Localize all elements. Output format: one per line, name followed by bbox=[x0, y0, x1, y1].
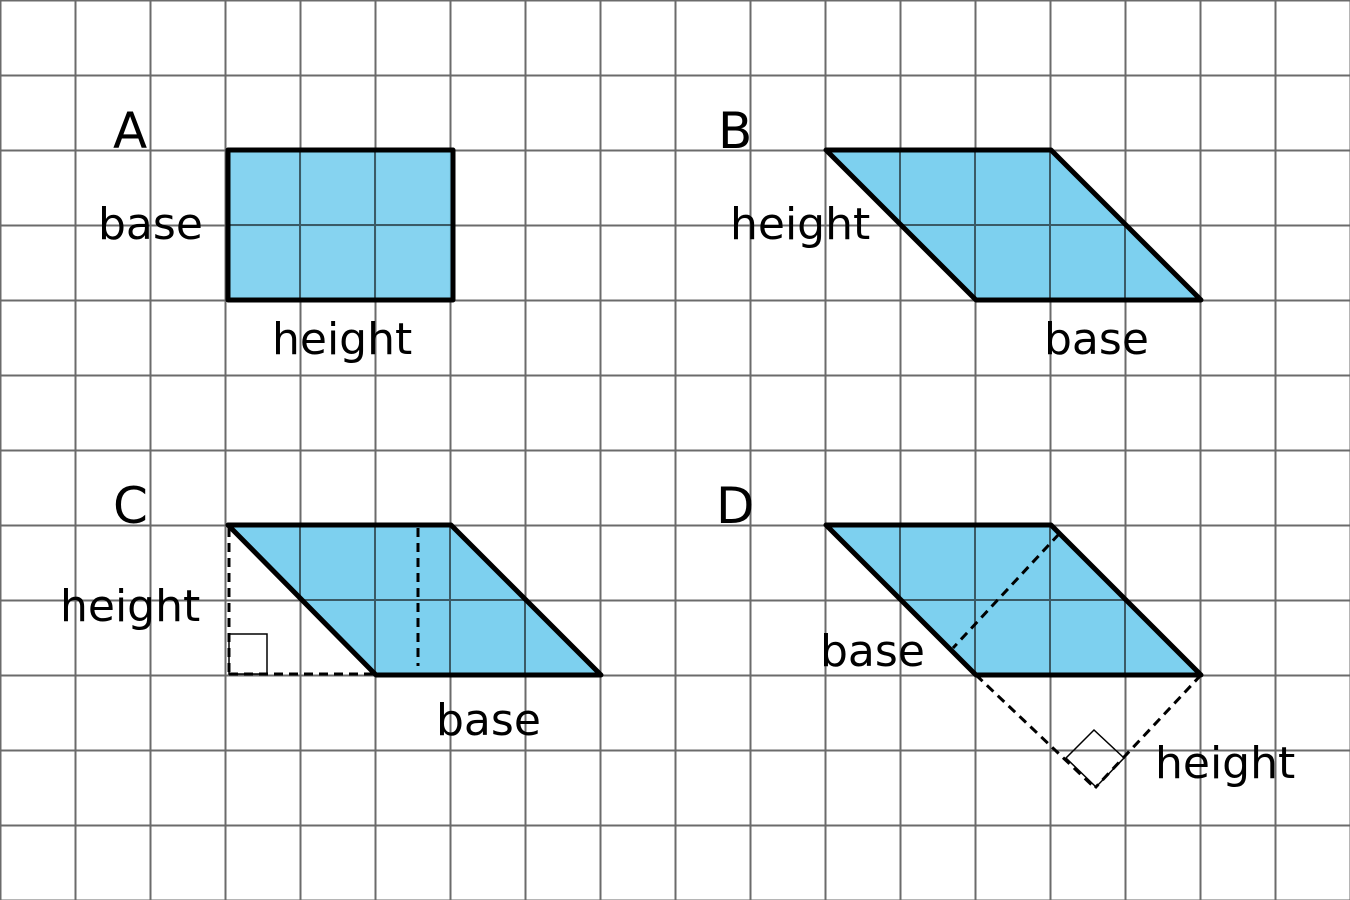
figure-b-height-label: height bbox=[730, 199, 870, 250]
figure-c-height-label: height bbox=[60, 581, 200, 632]
figure-b-base-label: base bbox=[1044, 314, 1149, 365]
figure-b: B height base bbox=[718, 102, 1204, 365]
figure-d: D base height bbox=[716, 477, 1295, 790]
figure-d-height-label: height bbox=[1155, 738, 1295, 789]
figure-d-label: D bbox=[716, 477, 755, 535]
figure-d-base-label: base bbox=[820, 626, 925, 677]
figure-c-label: C bbox=[113, 477, 148, 535]
figure-a-height-label: height bbox=[272, 314, 412, 365]
figure-c-base-label: base bbox=[436, 695, 541, 746]
figure-c: C height base bbox=[60, 477, 604, 746]
figure-a: A base height bbox=[98, 102, 456, 365]
figure-a-base-label: base bbox=[98, 199, 203, 250]
figure-b-label: B bbox=[718, 102, 752, 160]
figure-a-label: A bbox=[113, 102, 147, 160]
